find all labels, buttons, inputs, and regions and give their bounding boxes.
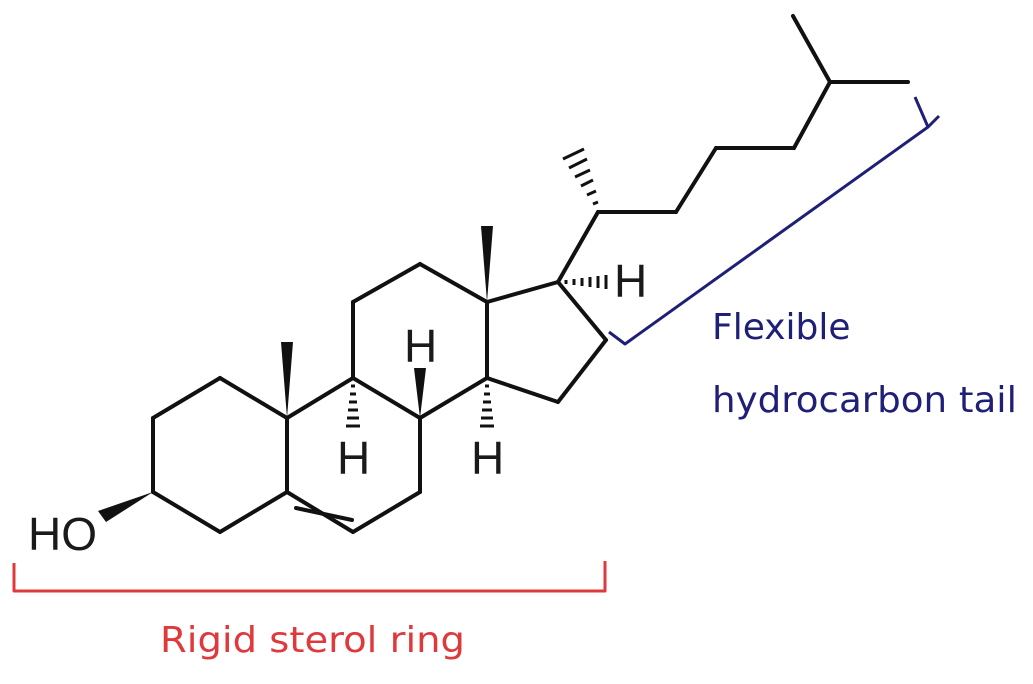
methyl-wedge-c18 xyxy=(481,226,493,302)
tail-annotation-line2: hydrocarbon tail xyxy=(712,380,1017,421)
bond xyxy=(556,338,608,404)
bond xyxy=(351,262,422,304)
hash-bond-c9 xyxy=(346,384,360,428)
double-bond-inner xyxy=(294,506,354,522)
bond xyxy=(556,280,608,342)
bond xyxy=(151,490,222,534)
methyl-wedge-c19 xyxy=(281,342,293,418)
bond xyxy=(151,376,222,420)
hash-bond-c21 xyxy=(562,147,599,206)
hydroxyl-label: HO xyxy=(28,508,97,560)
bond xyxy=(351,490,422,534)
wedge-bonds xyxy=(98,226,493,522)
atom-labels: HO H H H H xyxy=(28,255,647,560)
hashed-bonds xyxy=(346,147,608,428)
bond xyxy=(485,280,560,304)
ring-a xyxy=(151,376,289,534)
bond xyxy=(218,490,289,534)
h-label-c8: H xyxy=(404,320,437,372)
bond xyxy=(418,262,489,304)
hash-bond-c14 xyxy=(480,384,494,428)
bond xyxy=(218,376,289,420)
tail-bracket-tick xyxy=(926,114,941,129)
bond xyxy=(556,210,600,284)
hash-bond-c17 xyxy=(564,275,608,289)
h-label-c14: H xyxy=(471,432,504,484)
bond xyxy=(791,14,832,84)
side-chain xyxy=(556,14,910,284)
ring-d xyxy=(485,280,608,404)
bond xyxy=(351,376,422,420)
bond xyxy=(418,376,489,420)
bond xyxy=(792,80,832,150)
tail-bracket xyxy=(608,96,941,346)
tail-bracket-line xyxy=(608,96,930,346)
ring-b xyxy=(285,376,422,534)
ring-bracket xyxy=(12,561,607,593)
annotations: Flexible hydrocarbon tail Rigid sterol r… xyxy=(160,307,1017,661)
h-label-c17: H xyxy=(614,255,647,307)
ring-c xyxy=(351,262,489,420)
bond xyxy=(674,146,718,214)
bond xyxy=(485,376,560,404)
ring-annotation: Rigid sterol ring xyxy=(160,620,465,661)
bond xyxy=(285,376,355,420)
ring-bracket-line xyxy=(12,561,607,593)
oh-wedge xyxy=(98,492,153,522)
tail-annotation-line1: Flexible xyxy=(712,307,851,348)
h-wedge-c8 xyxy=(414,368,426,418)
h-label-c9: H xyxy=(337,432,370,484)
